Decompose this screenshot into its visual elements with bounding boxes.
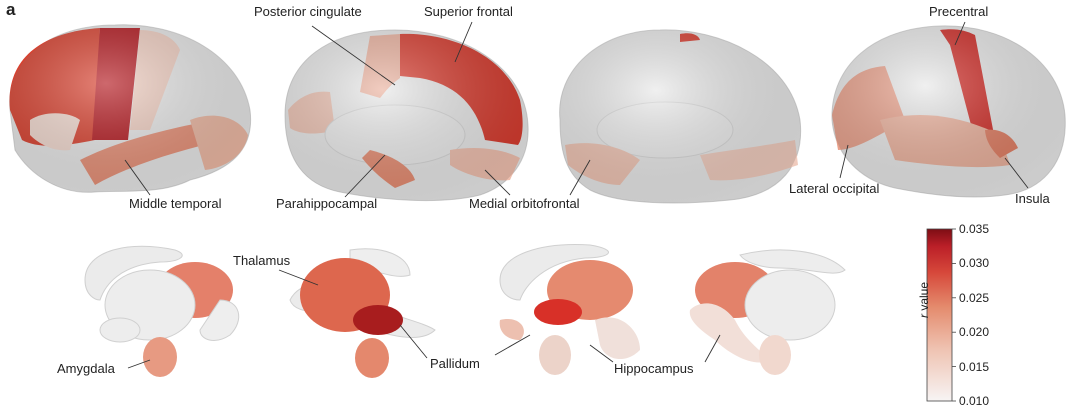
label-amygdala: Amygdala [57, 361, 115, 376]
label-parahippocampal: Parahippocampal [276, 196, 378, 211]
subcortical-view-4 [689, 249, 846, 375]
colorbar-tick-label: 0.015 [959, 360, 990, 374]
subcortical-view-3 [499, 244, 640, 375]
label-thalamus: Thalamus [233, 253, 291, 268]
label-lateral-occipital: Lateral occipital [789, 181, 880, 196]
colorbar-ticks [952, 228, 956, 402]
colorbar-tick-label: 0.020 [959, 325, 990, 339]
colorbar-title-value: value [917, 281, 931, 314]
colorbar-title-r: r [917, 314, 931, 318]
leader-lines [124, 21, 1029, 369]
colorbar-tick-label: 0.010 [959, 394, 990, 408]
colorbar-tick-label: 0.030 [959, 256, 990, 270]
colorbar-title: r value [917, 282, 931, 318]
brain-right-lateral [831, 25, 1066, 198]
brain-left-lateral [9, 24, 252, 193]
label-posterior-cingulate: Posterior cingulate [254, 4, 362, 19]
colorbar-tick-label: 0.035 [959, 222, 990, 236]
subcortical-view-1 [84, 245, 240, 377]
label-medial-orbitofrontal: Medial orbitofrontal [469, 196, 580, 211]
label-insula: Insula [1015, 191, 1050, 206]
panel-label: a [6, 0, 16, 19]
colorbar-gradient [926, 228, 953, 402]
label-superior-frontal: Superior frontal [424, 4, 513, 19]
label-middle-temporal: Middle temporal [129, 196, 222, 211]
brain-left-medial [284, 29, 529, 202]
label-hippocampus: Hippocampus [614, 361, 694, 376]
colorbar-tick-label: 0.025 [959, 291, 990, 305]
label-pallidum: Pallidum [430, 356, 480, 371]
subcortical-view-2 [289, 248, 436, 378]
brain-right-medial [559, 29, 802, 204]
label-precentral: Precentral [929, 4, 989, 19]
